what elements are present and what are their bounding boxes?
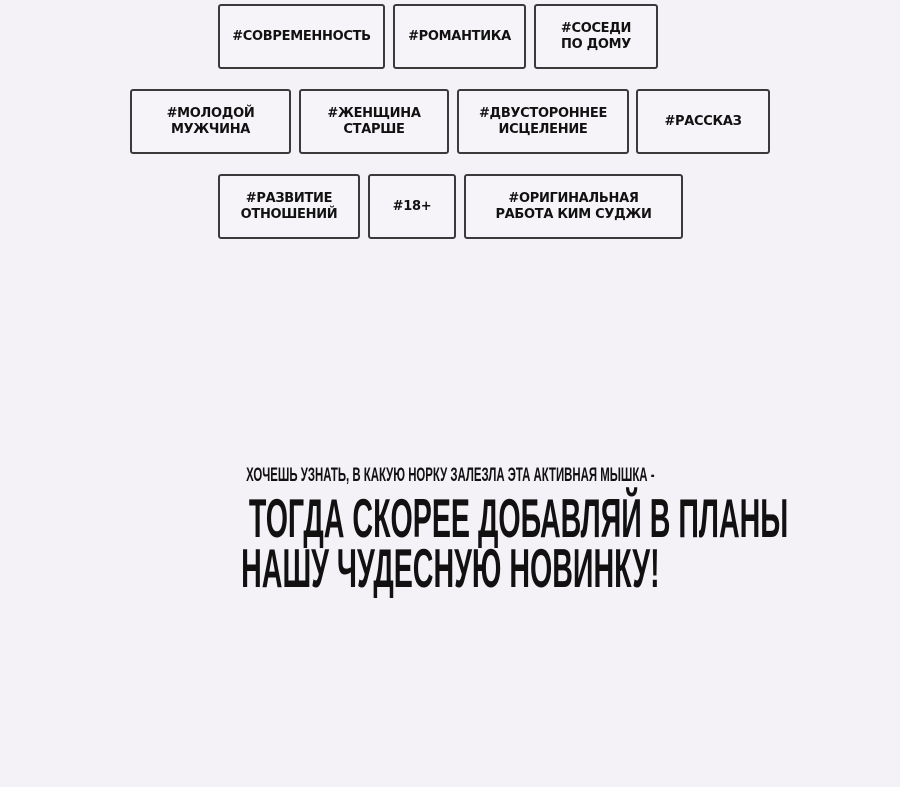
tag-label: #СОСЕДИ ПО ДОМУ	[560, 20, 632, 52]
tag-razvitie-otnosheniy[interactable]: #РАЗВИТИЕ ОТНОШЕНИЙ	[218, 174, 360, 239]
promo-headline-line1: ТОГДА СКОРЕЕ ДОБАВЛЯЙ В ПЛАНЫ	[0, 490, 900, 546]
tag-sovremennost[interactable]: #СОВРЕМЕННОСТЬ	[218, 4, 385, 69]
promo-subtitle: ХОЧЕШЬ УЗНАТЬ, В КАКУЮ НОРКУ ЗАЛЕЗЛА ЭТА…	[0, 465, 900, 487]
tag-originalnaya-rabota[interactable]: #ОРИГИНАЛЬНАЯ РАБОТА КИМ СУДЖИ	[464, 174, 683, 239]
promo-headline-text: ТОГДА СКОРЕЕ ДОБАВЛЯЙ В ПЛАНЫ	[248, 487, 789, 549]
tag-label: #ОРИГИНАЛЬНАЯ РАБОТА КИМ СУДЖИ	[495, 190, 652, 222]
tag-label: #МОЛОДОЙ МУЖЧИНА	[166, 105, 255, 137]
promo-subtitle-text: ХОЧЕШЬ УЗНАТЬ, В КАКУЮ НОРКУ ЗАЛЕЗЛА ЭТА…	[245, 465, 655, 486]
tag-molodoy-muzhchina[interactable]: #МОЛОДОЙ МУЖЧИНА	[130, 89, 291, 154]
tag-label: #ДВУСТОРОННЕЕ ИСЦЕЛЕНИЕ	[478, 105, 608, 137]
tag-zhenshchina-starshe[interactable]: #ЖЕНЩИНА СТАРШЕ	[299, 89, 449, 154]
tag-label: #РОМАНТИКА	[408, 28, 511, 44]
tag-label: #РАЗВИТИЕ ОТНОШЕНИЙ	[240, 190, 338, 222]
tag-dvustoronnee-istselenie[interactable]: #ДВУСТОРОННЕЕ ИСЦЕЛЕНИЕ	[457, 89, 629, 154]
tag-romantika[interactable]: #РОМАНТИКА	[393, 4, 526, 69]
tag-label: #РАССКАЗ	[664, 113, 742, 129]
tag-18-plus[interactable]: #18+	[368, 174, 456, 239]
promo-headline-text: НАШУ ЧУДЕСНУЮ НОВИНКУ!	[240, 537, 660, 599]
tag-label: #СОВРЕМЕННОСТЬ	[232, 28, 371, 44]
promo-headline-line2: НАШУ ЧУДЕСНУЮ НОВИНКУ!	[0, 540, 900, 596]
tag-label: #ЖЕНЩИНА СТАРШЕ	[327, 105, 421, 137]
tag-rasskaz[interactable]: #РАССКАЗ	[636, 89, 770, 154]
tag-label: #18+	[392, 198, 432, 214]
tag-sosedi-po-domu[interactable]: #СОСЕДИ ПО ДОМУ	[534, 4, 658, 69]
